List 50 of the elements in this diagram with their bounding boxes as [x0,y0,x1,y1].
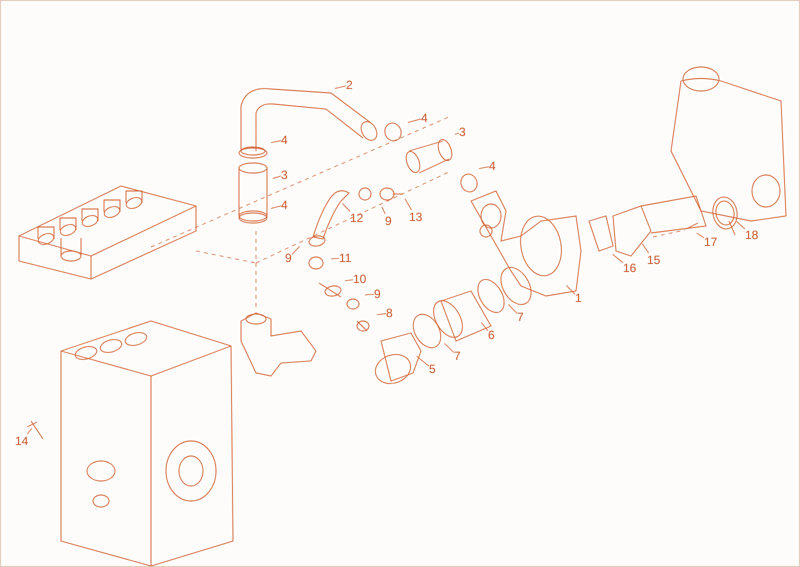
callout-number: 7 [454,349,461,363]
callout-number: 8 [386,306,393,320]
callout-number: 3 [459,125,466,139]
leader-line [330,258,340,260]
callout-number: 1 [575,291,582,305]
leader-line [736,220,746,230]
callout-number: 4 [281,198,288,212]
leader-line [270,206,282,209]
leader-line [334,85,346,89]
callout-number: 5 [429,362,436,376]
leader-line [364,294,374,296]
callout-number: 3 [281,168,288,182]
callout-number: 10 [353,272,366,286]
leader-line [404,198,412,210]
leader-line [408,118,422,123]
callout-number: 4 [421,111,428,125]
leader-line [478,166,490,170]
callout-number: 17 [704,235,718,249]
leader-line [480,322,488,332]
leader-line [26,428,32,434]
leader-line [508,304,518,314]
callout-number: 11 [339,251,352,265]
leader-line [696,232,704,238]
leader-line [612,254,624,264]
leader-line [344,279,354,282]
callout-number: 9 [374,287,381,301]
leader-line [642,243,650,254]
callout-number: 15 [647,253,660,267]
callout-number: 7 [517,310,524,324]
callout-number: 13 [409,210,422,224]
callout-number: 4 [281,133,288,147]
leader-line [342,203,350,212]
callout-number: 9 [285,251,292,265]
callout-number: 6 [488,328,495,342]
leader-line [444,343,454,354]
leader-line [566,285,576,295]
callout-number: 4 [489,159,496,173]
leader-line [381,206,386,214]
callout-number: 18 [745,228,758,242]
leader-line [292,246,300,255]
callout-number: 16 [623,261,636,275]
leader-line [270,140,282,144]
callout-number: 14 [15,434,28,448]
callout-number: 2 [346,78,353,92]
callout-number: 9 [385,214,392,228]
leader-line [416,356,430,367]
leader-line [454,132,460,135]
callout-number: 12 [350,211,364,225]
leader-line [272,176,282,179]
leader-line [376,313,386,316]
